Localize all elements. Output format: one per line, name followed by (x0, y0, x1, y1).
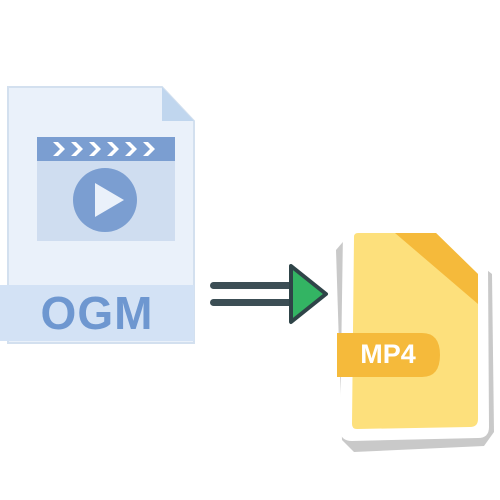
ogm-label-band (0, 285, 194, 341)
film-strip-chevrons (53, 142, 155, 156)
play-triangle-icon (95, 183, 124, 217)
mp4-fold-corner (395, 233, 478, 304)
arrow-bar-top (210, 282, 294, 289)
file-fold-corner (162, 87, 194, 121)
ogm-extension-label: OGM (40, 287, 154, 339)
mp4-extension-label: MP4 (360, 339, 416, 369)
arrow-head-icon (289, 264, 328, 324)
mp4-label-pill (337, 333, 440, 377)
arrow-bar-bottom (210, 299, 294, 306)
mp4-file-body (352, 233, 478, 429)
